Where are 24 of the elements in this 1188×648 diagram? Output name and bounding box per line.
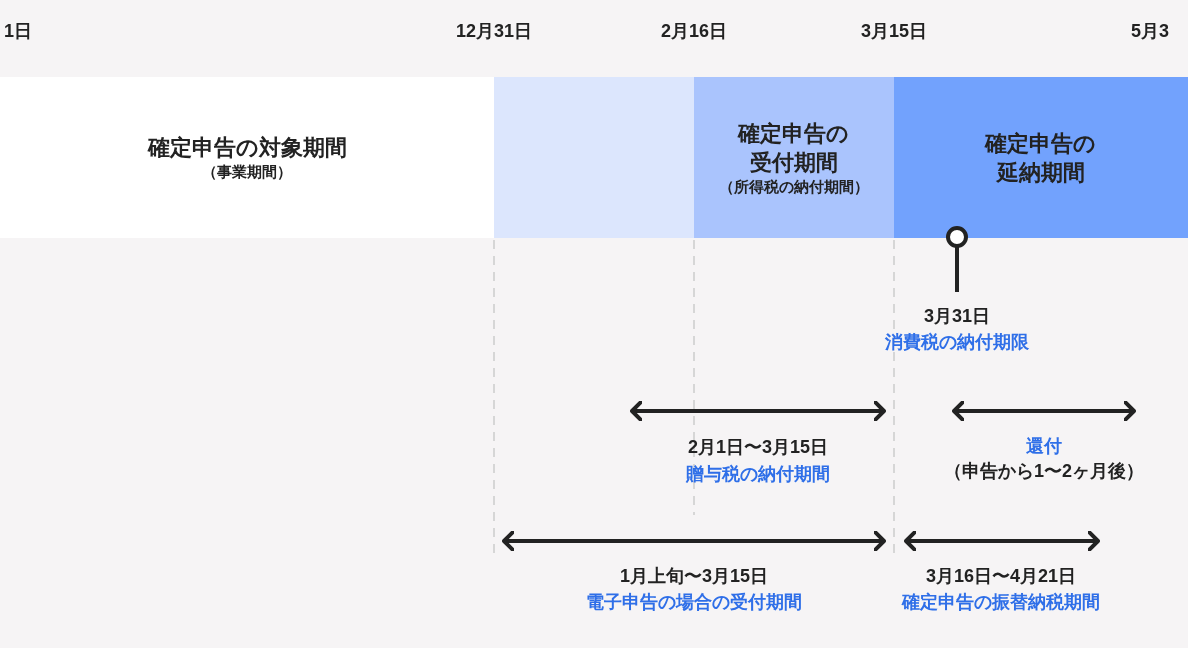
date-text: 3月31日: [924, 305, 990, 327]
date-range: 3月16日〜4月21日: [925, 565, 1077, 587]
period-caption: 確定申告の振替納税期間: [902, 591, 1100, 613]
date-label: 2月16日: [661, 20, 727, 42]
date-label: 5月3: [1131, 20, 1170, 42]
period-band: [894, 77, 1188, 238]
period-band: [0, 77, 494, 238]
period-caption: 還付: [1026, 435, 1062, 457]
period-note: （申告から1〜2ヶ月後）: [944, 460, 1144, 482]
date-range: 1月上旬〜3月15日: [620, 565, 768, 587]
period-caption: 贈与税の納付期間: [686, 463, 830, 485]
period-title: 確定申告の対象期間: [147, 134, 347, 162]
date-label: 12月31日: [456, 20, 532, 42]
period-note: （事業期間）: [202, 162, 292, 182]
period-title: 確定申告の延納期間: [983, 129, 1098, 187]
period-note: （所得税の納付期間）: [719, 176, 869, 197]
date-label: 3月15日: [861, 20, 927, 42]
period-band: [694, 77, 894, 238]
period-title: 確定申告の受付期間: [736, 119, 851, 177]
date-range: 2月1日〜3月15日: [687, 436, 829, 458]
period-band: [494, 77, 694, 238]
deadline-caption: 消費税の納付期限: [885, 331, 1029, 353]
period-caption: 電子申告の場合の受付期間: [586, 591, 802, 613]
date-label: 1日: [4, 20, 32, 42]
